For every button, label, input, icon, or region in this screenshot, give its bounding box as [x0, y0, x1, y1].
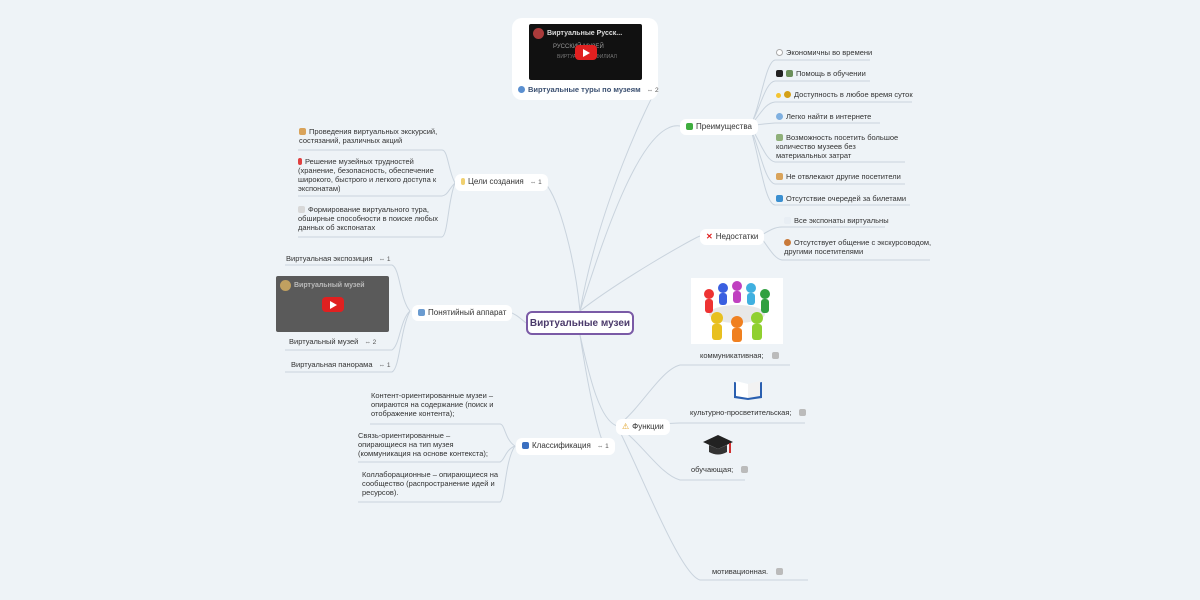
- person-icon: [776, 173, 783, 180]
- concepts-node[interactable]: Понятийный аппарат: [412, 305, 513, 321]
- book-image: [732, 378, 764, 400]
- goal-item: Проведения виртуальных экскурсий, состяз…: [299, 127, 438, 145]
- ticket-icon: [776, 195, 783, 202]
- link-icon[interactable]: ⇔ 1: [529, 179, 542, 186]
- graduation-cap-icon: [776, 70, 783, 77]
- classification-item: Связь-ориентированные – опирающиеся на т…: [358, 431, 488, 458]
- drawback-item: Все экспонаты виртуальны: [784, 216, 889, 225]
- cross-icon: ✕: [706, 232, 713, 241]
- globe-icon: [518, 86, 525, 93]
- checkmark-icon: [686, 123, 693, 130]
- classification-node[interactable]: Классификация⇔ 1: [516, 438, 615, 455]
- concept-item[interactable]: Виртуальная экспозиция⇔ 1: [286, 254, 391, 263]
- classification-item: Контент-ориентированные музеи – опираютс…: [371, 391, 494, 418]
- goal-item: Решение музейных трудностей (хранение, б…: [298, 157, 437, 193]
- link-icon[interactable]: ⇔ 2: [646, 87, 659, 94]
- tours-label[interactable]: Виртуальные туры по музеям⇔ 2: [518, 85, 659, 95]
- image-icon: [741, 466, 749, 473]
- advantage-item: Помощь в обучении: [776, 69, 866, 78]
- play-icon[interactable]: [321, 297, 344, 312]
- advantage-item: Не отвлекают другие посетители: [776, 172, 901, 181]
- video-title: Виртуальный музей: [294, 282, 365, 289]
- classification-item: Коллаборационные – опирающиеся на сообще…: [362, 470, 499, 497]
- play-icon[interactable]: [574, 45, 597, 60]
- calculator-icon: [418, 309, 425, 316]
- graduation-cap-image: [702, 433, 734, 459]
- link-icon: ⇔ 2: [364, 339, 377, 346]
- function-item: обучающая;: [691, 465, 751, 474]
- tours-video[interactable]: Виртуальные Русск... РУССКИЙ МУЗЕЙ ВИРТУ…: [529, 24, 642, 80]
- warning-icon: ⚠: [622, 422, 630, 431]
- image-icon: [799, 409, 807, 416]
- books-icon: [786, 70, 793, 77]
- drawbacks-node[interactable]: ✕Недостатки: [700, 229, 765, 245]
- cloud-icon: [784, 217, 791, 224]
- function-item: коммуникативная;: [700, 351, 782, 360]
- candle-icon: [461, 178, 465, 185]
- drawback-item: Отсутствует общение с экскурсоводом, дру…: [784, 238, 932, 256]
- concept-item[interactable]: Виртуальная панорама⇔ 1: [291, 360, 391, 369]
- functions-node[interactable]: ⚠Функции: [616, 419, 670, 435]
- channel-icon: [280, 280, 291, 291]
- document-icon: [298, 206, 305, 213]
- concept-video[interactable]: Виртуальный музей: [276, 276, 389, 332]
- channel-icon: [533, 28, 544, 39]
- advantage-item: Отсутствие очередей за билетами: [776, 194, 906, 203]
- clock-icon: [776, 49, 783, 56]
- image-icon: [771, 352, 779, 359]
- concept-item[interactable]: Виртуальный музей⇔ 2: [289, 337, 377, 346]
- function-item: культурно-просветительская;: [690, 408, 809, 417]
- advantage-item: Экономичны во времени: [776, 48, 872, 57]
- advantages-node[interactable]: Преимущества: [680, 119, 758, 135]
- video-title: Виртуальные Русск...: [547, 30, 623, 37]
- root-node[interactable]: Виртуальные музеи: [526, 311, 634, 335]
- book-icon: [522, 442, 529, 449]
- sun-icon: [776, 93, 781, 98]
- function-item: мотивационная.: [712, 567, 786, 576]
- link-icon: ⇔ 1: [378, 362, 391, 369]
- exclamation-icon: [298, 158, 302, 165]
- face-icon: [784, 239, 791, 246]
- goal-item: Формирование виртуального тура, обширные…: [298, 205, 438, 232]
- globe-icon: [776, 113, 783, 120]
- link-icon: ⇔ 1: [378, 256, 391, 263]
- advantage-item: Возможность посетить большое количество …: [776, 133, 899, 160]
- advantage-item: Легко найти в интернете: [776, 112, 871, 121]
- image-icon: [776, 568, 784, 575]
- people-icon: [299, 128, 306, 135]
- link-icon[interactable]: ⇔ 1: [596, 443, 609, 450]
- people-table-image: [691, 278, 783, 344]
- moon-icon: [784, 91, 791, 98]
- money-icon: [776, 134, 783, 141]
- advantage-item: Доступность в любое время суток: [776, 90, 913, 99]
- goals-node[interactable]: Цели создания⇔ 1: [455, 174, 548, 191]
